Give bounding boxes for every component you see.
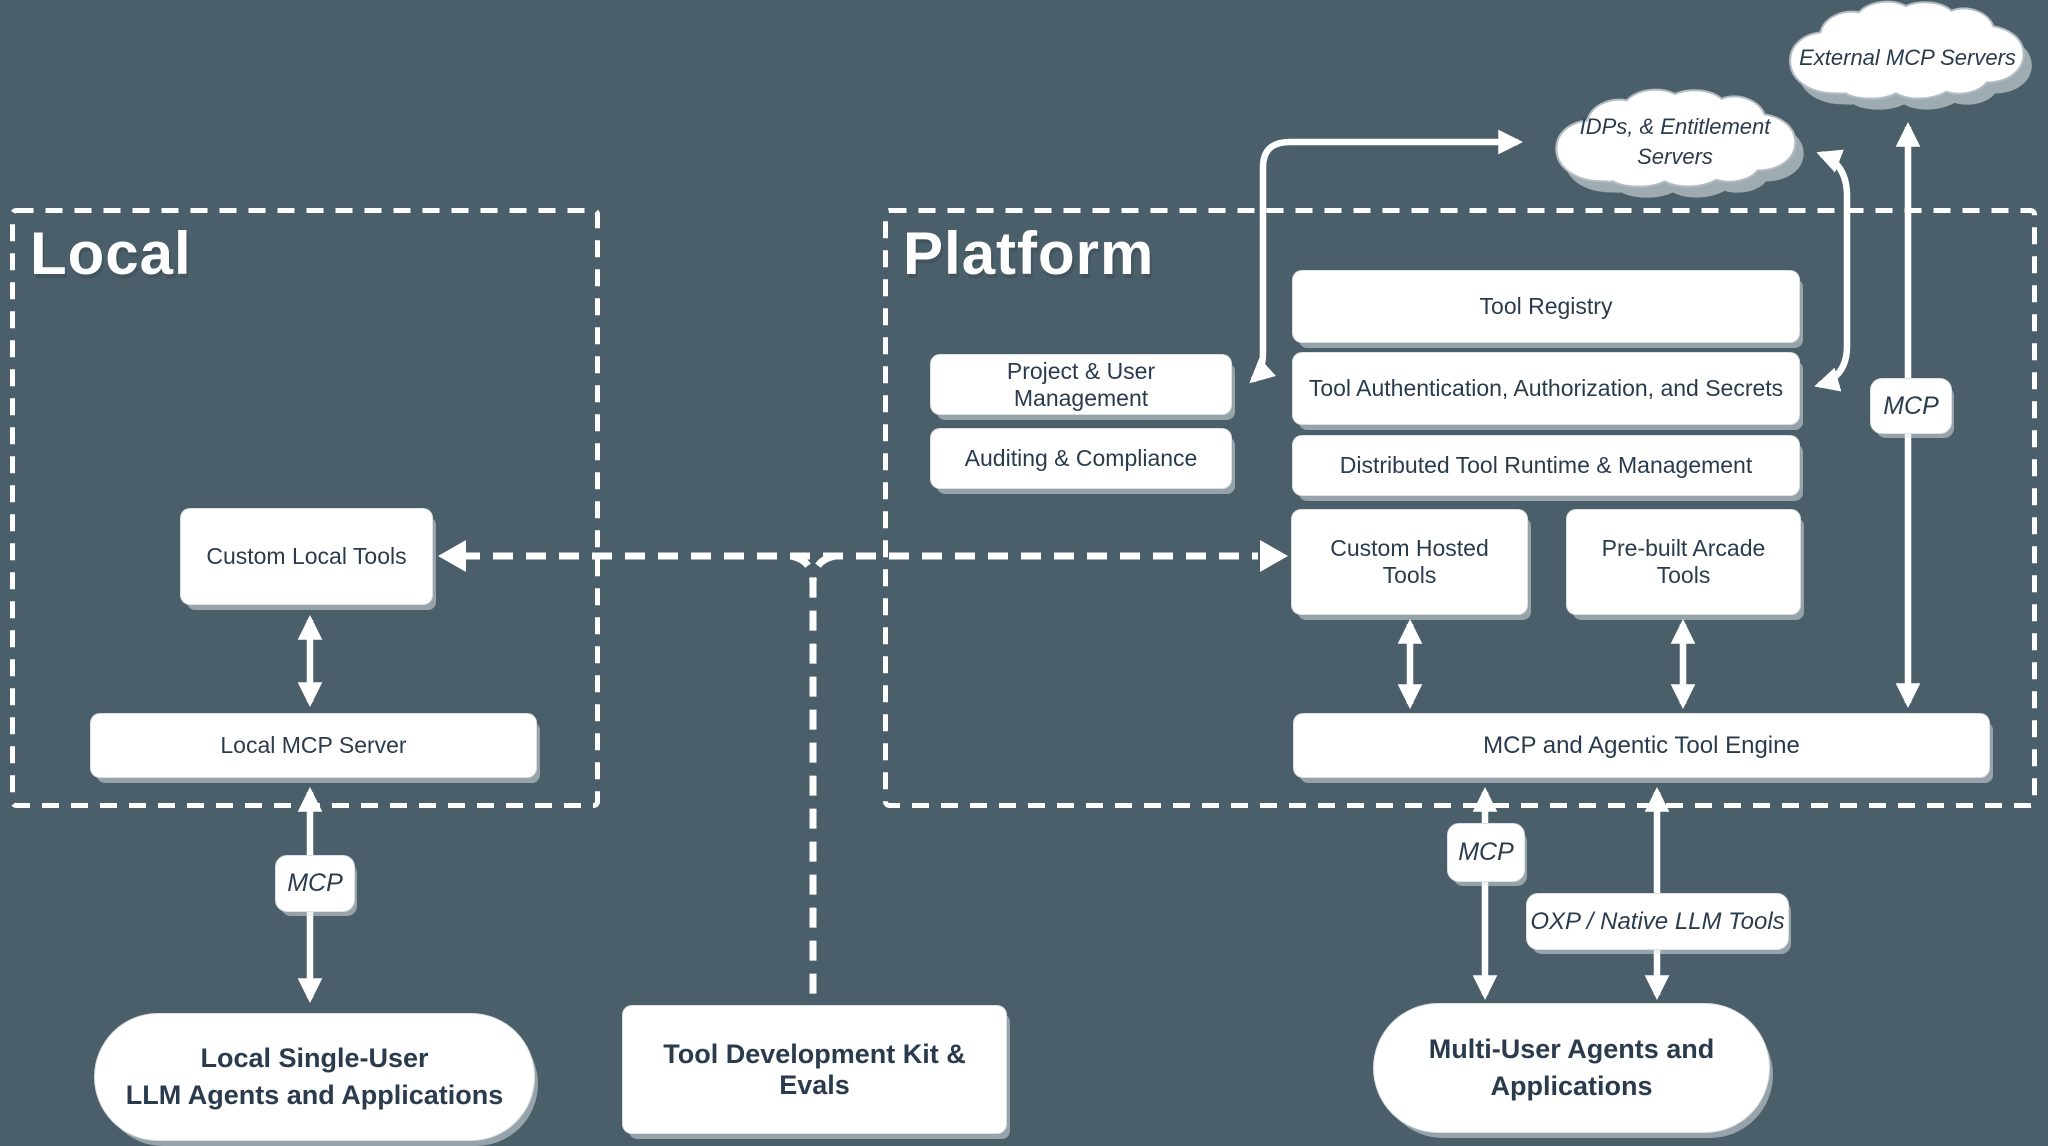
local-single-user-agents-pill: Local Single-User LLM Agents and Applica… xyxy=(94,1013,535,1141)
local-single-user-line1: Local Single-User xyxy=(200,1043,429,1073)
multi-user-line1: Multi-User Agents and xyxy=(1428,1034,1715,1064)
connector-branch-tdk xyxy=(790,552,817,1003)
multi-user-line2: Applications xyxy=(1490,1071,1653,1101)
prebuilt-arcade-tools-box: Pre-built Arcade Tools xyxy=(1566,509,1801,615)
custom-hosted-tools-box: Custom Hosted Tools xyxy=(1291,509,1528,615)
mcp-label-external: MCP xyxy=(1870,378,1952,434)
dashed-arrowhead-right xyxy=(1260,540,1288,572)
tool-auth-box: Tool Authentication, Authorization, and … xyxy=(1292,352,1800,425)
idps-label: IDPs, & Entitlement Servers xyxy=(1555,112,1795,172)
mcp-label-local: MCP xyxy=(275,855,355,912)
project-user-management-box: Project & User Management xyxy=(930,354,1232,415)
idps-label-line2: Servers xyxy=(1637,144,1713,169)
tool-dev-kit-box: Tool Development Kit & Evals xyxy=(622,1005,1007,1134)
dashed-arrowhead-left xyxy=(438,540,466,572)
connector-custom-tools-sync xyxy=(460,552,1258,1003)
mcp-agentic-tool-engine-box: MCP and Agentic Tool Engine xyxy=(1293,713,1990,778)
connector-toolauth-idps xyxy=(1814,149,1851,392)
oxp-native-llm-tools-label: OXP / Native LLM Tools xyxy=(1526,893,1789,950)
external-mcp-servers-label: External MCP Servers xyxy=(1799,45,2016,70)
local-single-user-line2: LLM Agents and Applications xyxy=(125,1080,504,1110)
platform-group-title: Platform xyxy=(903,220,1155,287)
connector-projectmgmt-idps xyxy=(1249,129,1523,384)
local-mcp-server-box: Local MCP Server xyxy=(90,713,537,778)
multi-user-agents-pill: Multi-User Agents and Applications xyxy=(1373,1003,1770,1133)
local-group-title: Local xyxy=(30,220,192,287)
distributed-runtime-box: Distributed Tool Runtime & Management xyxy=(1292,435,1800,496)
idps-label-line1: IDPs, & Entitlement xyxy=(1579,114,1771,139)
custom-local-tools-box: Custom Local Tools xyxy=(180,508,433,605)
mcp-label-platform: MCP xyxy=(1447,823,1525,882)
auditing-compliance-box: Auditing & Compliance xyxy=(930,428,1232,489)
tool-registry-box: Tool Registry xyxy=(1292,270,1800,343)
